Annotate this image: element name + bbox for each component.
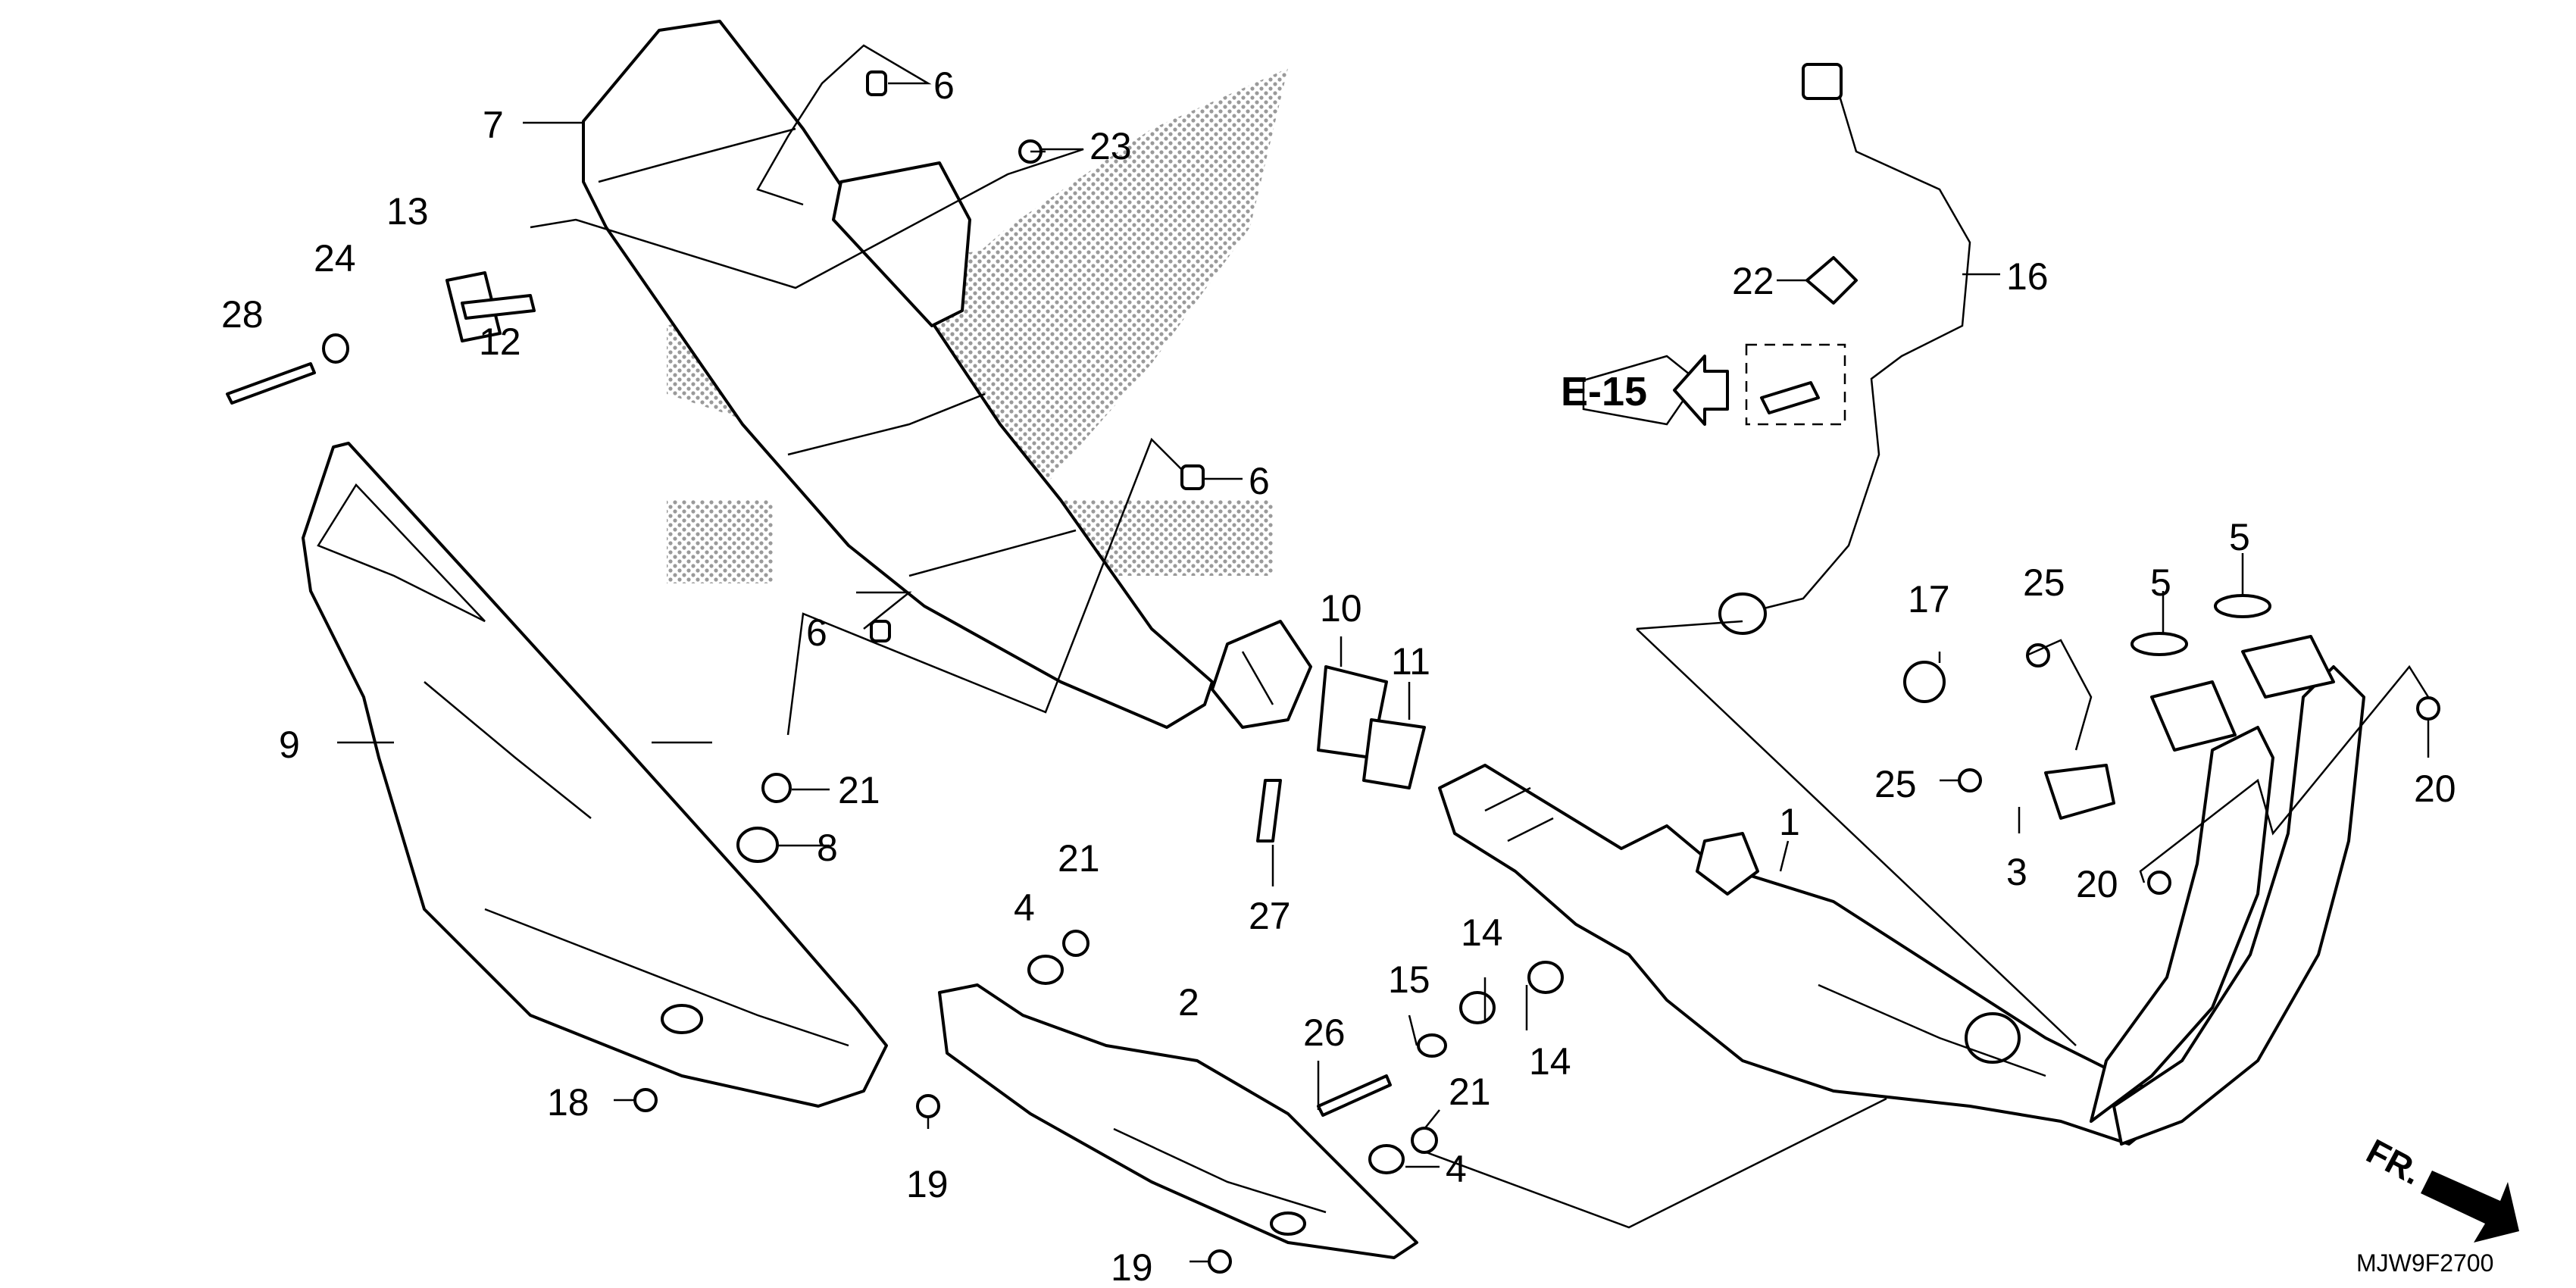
callout-14a: 14	[1461, 911, 1503, 954]
callout-2: 2	[1178, 981, 1199, 1024]
clamp-17[interactable]	[1903, 661, 1946, 703]
callout-21b: 21	[1058, 837, 1100, 880]
grommet-6c[interactable]	[870, 620, 891, 642]
nut-21a[interactable]	[761, 773, 792, 803]
callout-1: 1	[1779, 801, 1800, 843]
callout-21c: 21	[1449, 1071, 1491, 1113]
callout-6a: 6	[933, 64, 955, 107]
callout-18: 18	[547, 1081, 589, 1124]
washer-24[interactable]	[322, 333, 349, 364]
silencer-part[interactable]	[582, 20, 1312, 729]
bolt-25a[interactable]	[1958, 768, 1982, 792]
callout-13: 13	[386, 190, 429, 233]
sensor-connector[interactable]	[1802, 63, 1843, 100]
reference-label: E-15	[1561, 369, 1647, 414]
nut-20b[interactable]	[2416, 696, 2440, 721]
callout-24: 24	[314, 237, 356, 280]
lower-cover-part[interactable]	[938, 983, 1418, 1259]
nut-20a[interactable]	[2147, 871, 2171, 895]
collar-12[interactable]	[461, 294, 536, 320]
callout-numbers: 1 2 3 4 4 5 5 6 6 6 7 8 9 10 11 12 13 14…	[221, 64, 2456, 1288]
callout-5a: 5	[2150, 561, 2171, 604]
callout-26: 26	[1303, 1011, 1346, 1054]
callout-11: 11	[1391, 640, 1430, 683]
nut-21c[interactable]	[1411, 1127, 1438, 1154]
callout-25b: 25	[1874, 763, 1917, 805]
grommet-6a[interactable]	[866, 70, 887, 96]
callout-25a: 25	[2023, 561, 2065, 604]
callout-6b: 6	[1249, 460, 1270, 502]
grommet-6b[interactable]	[1180, 464, 1205, 490]
exhaust-pipe-part[interactable]	[1438, 635, 2365, 1146]
reference-arrow-icon	[1673, 355, 1729, 426]
rubber-4b[interactable]	[1368, 1144, 1405, 1174]
callout-7: 7	[483, 104, 504, 146]
small-parts	[226, 63, 2440, 1274]
callout-3: 3	[2006, 851, 2027, 893]
bolt-28[interactable]	[226, 362, 316, 405]
front-arrow-icon	[2421, 1171, 2519, 1243]
collar-15[interactable]	[1417, 1033, 1447, 1058]
rubber-14a[interactable]	[1459, 991, 1496, 1024]
screw-19a[interactable]	[916, 1094, 940, 1118]
gasket-5b[interactable]	[2214, 594, 2271, 618]
callout-14b: 14	[1529, 1040, 1571, 1083]
callout-8: 8	[817, 827, 838, 869]
nut-21b[interactable]	[1062, 930, 1089, 957]
gasket-11[interactable]	[1362, 718, 1426, 789]
callout-12: 12	[479, 320, 521, 363]
band-22[interactable]	[1805, 256, 1858, 305]
callout-6c: 6	[806, 611, 827, 654]
leader-lines	[337, 44, 2430, 1263]
heat-shield-part[interactable]	[302, 442, 888, 1108]
callout-10: 10	[1320, 587, 1362, 630]
stay-part[interactable]	[1760, 381, 1820, 414]
callout-20b: 20	[2414, 767, 2456, 810]
screw-18[interactable]	[633, 1088, 658, 1112]
callout-4b: 4	[1446, 1148, 1467, 1190]
callout-16: 16	[2006, 255, 2049, 298]
callout-19a: 19	[906, 1163, 949, 1205]
sensor-tip[interactable]	[1718, 592, 1767, 635]
callout-22: 22	[1732, 260, 1774, 302]
callout-20a: 20	[2076, 863, 2118, 905]
gasket-5a[interactable]	[2131, 632, 2188, 656]
reference-e15[interactable]: E-15	[1561, 355, 1729, 426]
screw-19b[interactable]	[1208, 1249, 1232, 1274]
callout-17: 17	[1908, 578, 1950, 621]
callout-27: 27	[1249, 895, 1291, 937]
callout-5b: 5	[2229, 516, 2250, 558]
o2-sensor-16[interactable]	[1742, 75, 1971, 615]
rubber-4a[interactable]	[1027, 955, 1064, 985]
front-direction-indicator: FR.	[2360, 1131, 2519, 1243]
callout-15: 15	[1388, 958, 1430, 1001]
callout-9: 9	[279, 724, 300, 766]
bolt-26[interactable]	[1317, 1074, 1392, 1117]
callout-19b: 19	[1111, 1246, 1153, 1288]
rubber-8[interactable]	[736, 827, 779, 863]
callout-4a: 4	[1014, 886, 1035, 929]
rubber-14b[interactable]	[1527, 961, 1564, 994]
callout-28: 28	[221, 293, 264, 336]
callout-21a: 21	[838, 769, 880, 811]
diagram-code: MJW9F2700	[2356, 1249, 2493, 1277]
bolt-27[interactable]	[1256, 779, 1282, 843]
bracket-3[interactable]	[2044, 764, 2115, 820]
stay-box	[1745, 343, 1846, 426]
callout-23: 23	[1089, 125, 1132, 167]
front-label: FR.	[2360, 1131, 2428, 1193]
